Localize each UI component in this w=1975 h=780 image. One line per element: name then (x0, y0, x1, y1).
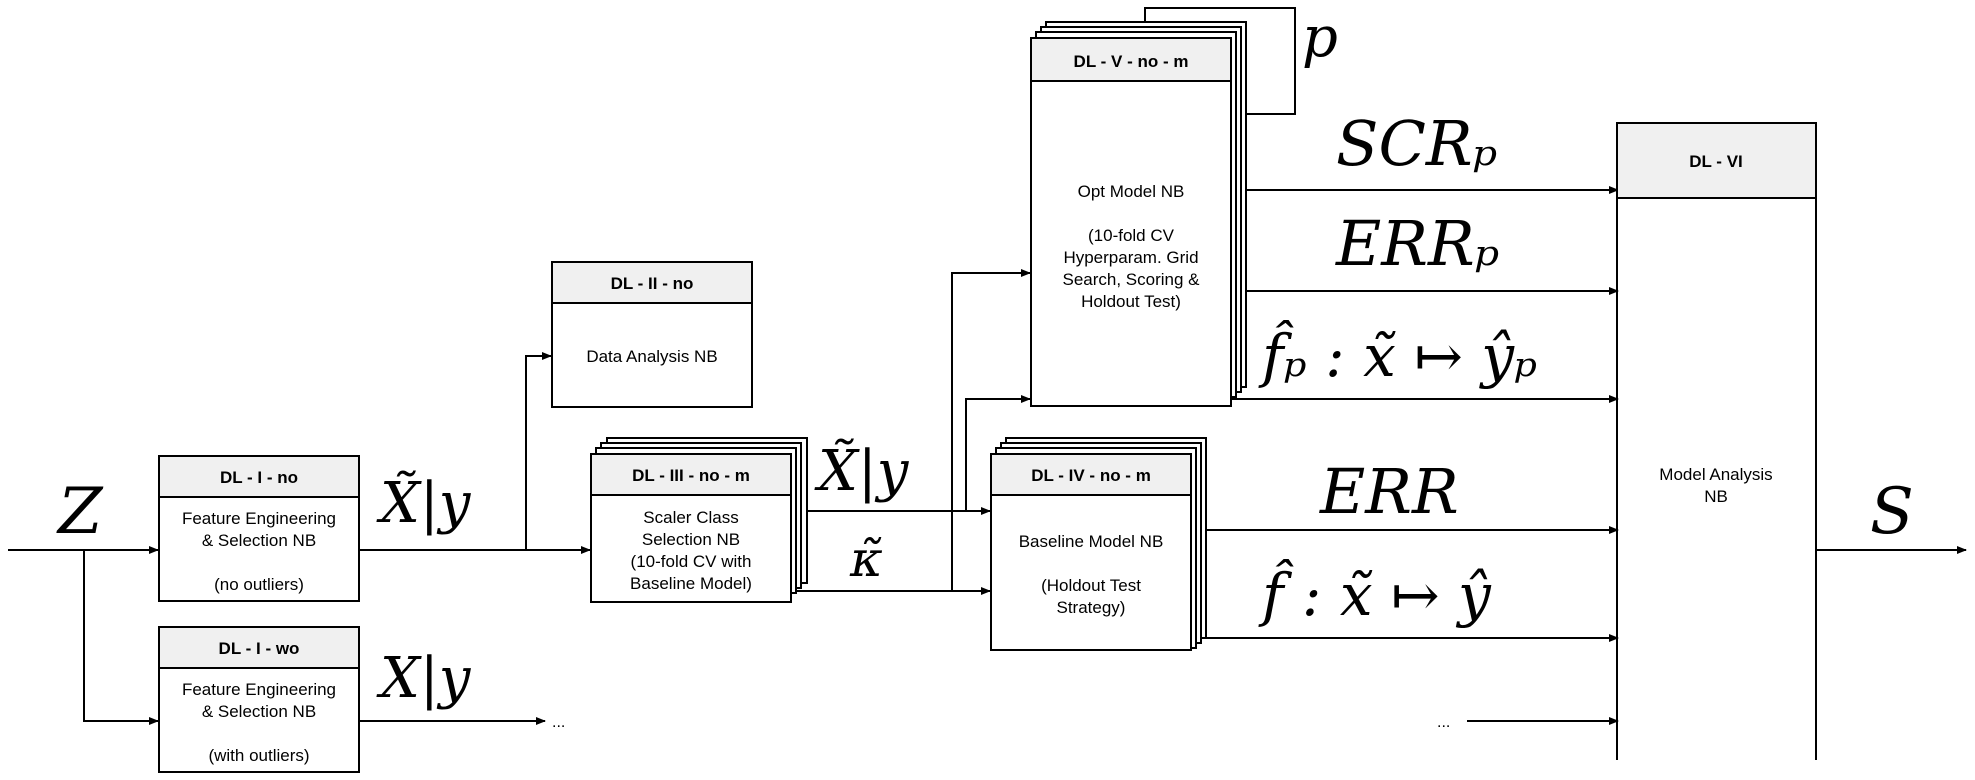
label-xtilde-y-second: X̃|y (814, 438, 910, 504)
node-dl4-no-m: DL - IV - no - m Baseline Model NB (Hold… (990, 437, 1207, 651)
node-header-label: DL - V - no - m (1074, 52, 1189, 71)
node-body-line: Strategy) (1057, 598, 1126, 617)
node-dl1-no: DL - I - no Feature Engineering & Select… (158, 455, 360, 602)
ellipsis-left: ... (552, 714, 565, 731)
edge-dl5-loop-p (1141, 7, 1296, 115)
node-body-line: Baseline Model NB (1019, 532, 1164, 551)
node-body-line: (Holdout Test (1041, 576, 1141, 595)
label-fhat-p: f̂ₚ : x̃ ↦ ŷₚ (1258, 319, 1537, 390)
node-header (1030, 37, 1232, 82)
node-body-line: & Selection NB (202, 531, 316, 550)
node-dl1-wo: DL - I - wo Feature Engineering & Select… (158, 626, 360, 773)
node-header (1616, 122, 1817, 199)
node-header-label: DL - I - no (220, 468, 298, 487)
label-kappa: κ̃ (849, 530, 883, 588)
node-header (158, 626, 360, 669)
edge-dl1no-to-dl2 (525, 352, 552, 550)
node-header-label: DL - III - no - m (632, 466, 750, 485)
node-body-line: Selection NB (642, 530, 740, 549)
node-body-line: & Selection NB (202, 702, 316, 721)
node-body-line: (no outliers) (214, 575, 304, 594)
node-header-label: DL - II - no (611, 274, 694, 293)
label-fhat: f̂ : x̃ ↦ ŷ (1258, 558, 1492, 629)
node-body-line: Model Analysis (1659, 465, 1772, 484)
node-body-line: Opt Model NB (1078, 182, 1185, 201)
node-header (590, 453, 792, 496)
node-body-line: Data Analysis NB (586, 347, 717, 366)
edge-labels: Z X̃|y X|y X̃|y κ̃ p SCRₚ ERRₚ f̂ₚ : x̃ … (56, 5, 1914, 731)
edge-dl3-to-dl5-xy (965, 395, 1031, 511)
node-body-line: (10-fold CV with (631, 552, 752, 571)
node-body-line: Hyperparam. Grid (1063, 248, 1198, 267)
node-body-line: Baseline Model) (630, 574, 752, 593)
node-dl3-no-m: DL - III - no - m Scaler Class Selection… (590, 437, 808, 603)
edge-z-to-dl1wo (83, 550, 159, 725)
node-dl2-no: DL - II - no Data Analysis NB (551, 261, 753, 408)
node-body-line: Scaler Class (643, 508, 738, 527)
node-dl6: DL - VI Model Analysis NB (1616, 122, 1817, 760)
node-body-line: Holdout Test) (1081, 292, 1181, 311)
label-s: S (1870, 475, 1914, 549)
node-dl5-no-m: DL - V - no - m Opt Model NB (10-fold CV… (1030, 21, 1247, 407)
node-header-label: DL - VI (1689, 152, 1743, 171)
node-body-line: NB (1704, 487, 1728, 506)
label-scr-p: SCRₚ (1336, 107, 1497, 180)
node-header-label: DL - I - wo (219, 639, 300, 658)
node-header (551, 261, 753, 304)
node-body-line: (10-fold CV (1088, 226, 1175, 245)
node-header-label: DL - IV - no - m (1031, 466, 1151, 485)
label-err: ERR (1319, 455, 1459, 528)
label-xtilde-y-first: X̃|y (376, 470, 472, 536)
node-header (158, 455, 360, 498)
label-p: p (1302, 5, 1338, 70)
label-x-y: X|y (376, 646, 472, 711)
ellipsis-right: ... (1437, 714, 1450, 731)
edge-dl3-to-dl5-kappa (951, 269, 1031, 591)
node-header (990, 453, 1192, 496)
node-body-line: Feature Engineering (182, 509, 336, 528)
node-body-line: Feature Engineering (182, 680, 336, 699)
node-body-line: Search, Scoring & (1062, 270, 1200, 289)
edges (8, 7, 1967, 725)
label-err-p: ERRₚ (1335, 207, 1499, 280)
node-body-line: (with outliers) (208, 746, 309, 765)
label-z: Z (56, 475, 104, 549)
